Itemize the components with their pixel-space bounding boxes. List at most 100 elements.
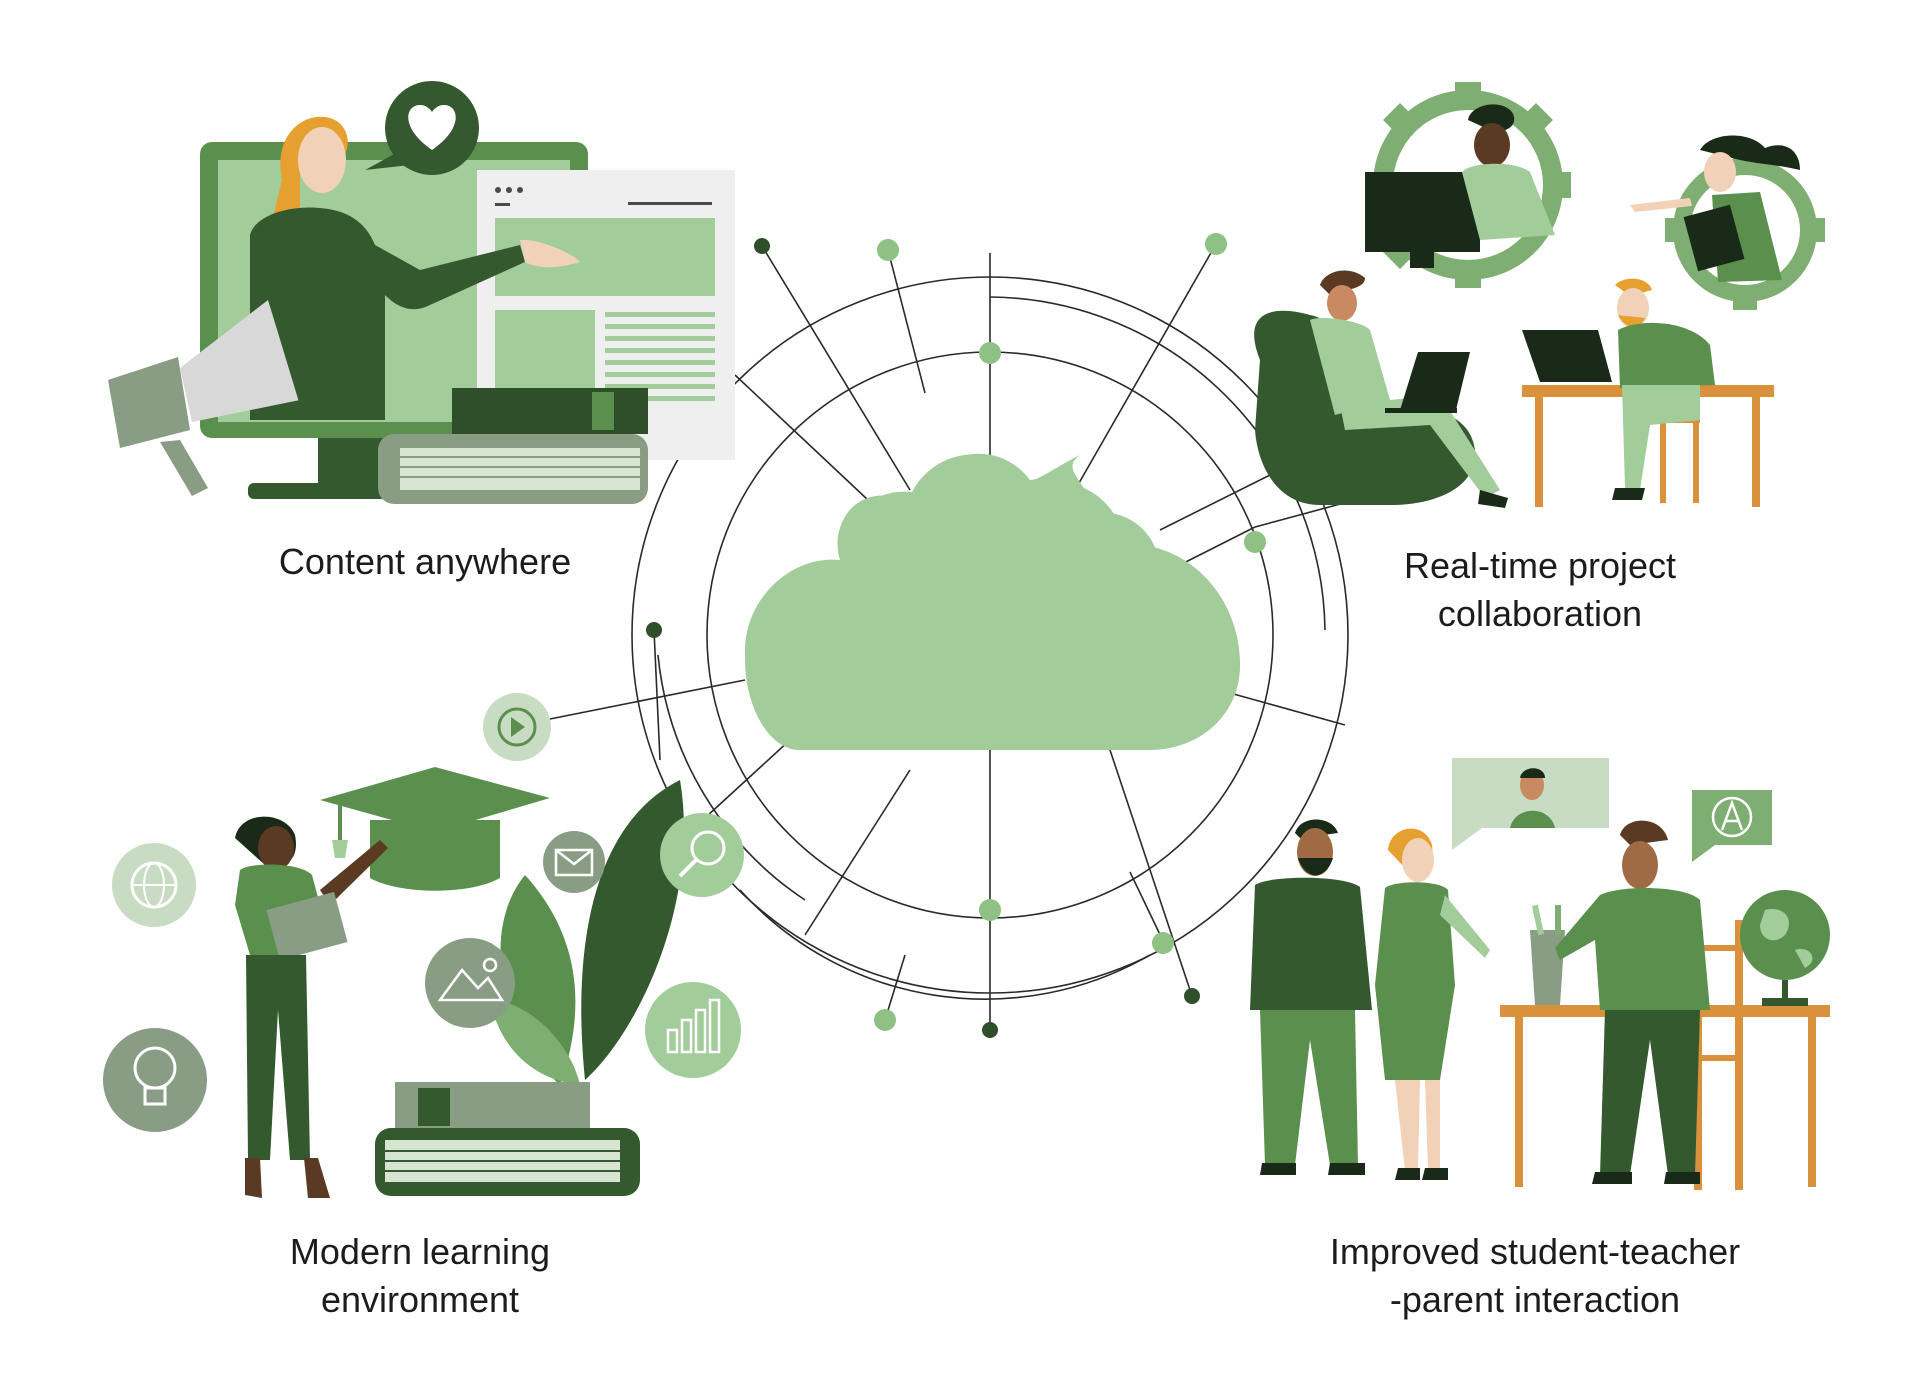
megaphone-handle <box>160 440 208 496</box>
globe-stand <box>1782 980 1788 1000</box>
globe-icon <box>112 843 196 927</box>
man-hair <box>1468 104 1515 132</box>
globe-land <box>1760 909 1813 968</box>
spoke <box>1074 243 1217 491</box>
megaphone-rim <box>262 276 312 412</box>
video-caller-hair <box>1520 768 1545 778</box>
man-body <box>1462 163 1555 240</box>
spoke <box>887 249 926 394</box>
shoe <box>304 1158 330 1198</box>
hub-arc-left <box>657 654 806 901</box>
laptop-base <box>1385 408 1457 413</box>
book-page-lines <box>400 456 640 478</box>
node-dot <box>982 1022 998 1038</box>
woman-arm <box>1630 198 1692 212</box>
interaction-illustration <box>1250 758 1830 1190</box>
mail-icon <box>543 831 605 893</box>
teacher-face <box>1622 841 1658 889</box>
mother-body <box>1375 882 1455 1080</box>
seated-man-body <box>1310 318 1390 415</box>
monitor-stand <box>1410 252 1434 268</box>
book-top-band <box>592 392 614 430</box>
mother-arm <box>1440 895 1490 958</box>
shoe <box>1664 1172 1700 1184</box>
student-face <box>258 826 294 870</box>
desk-leg <box>1535 397 1543 507</box>
teacher-hair <box>1620 820 1668 845</box>
hub-arc-bottom <box>739 889 1151 1000</box>
browser-divider <box>495 203 510 206</box>
browser-text-lines <box>605 312 715 401</box>
node-dot <box>1205 233 1227 255</box>
node-dot <box>1152 932 1174 954</box>
caption-real-time-collaboration: Real-time project collaboration <box>1360 542 1720 638</box>
father-beard <box>1298 858 1333 876</box>
desk-leg <box>1515 1017 1523 1187</box>
spoke <box>544 679 746 721</box>
chair-leg <box>1693 423 1699 503</box>
spoke <box>1159 474 1271 531</box>
browser-dot <box>495 187 501 193</box>
mother-face <box>1402 838 1434 882</box>
student-arm <box>320 840 388 905</box>
teacher-body <box>250 207 525 420</box>
plant-leaf <box>581 780 684 1080</box>
tablet <box>266 891 348 961</box>
spoke <box>734 374 869 501</box>
video-call-bubble-tail <box>1452 810 1482 850</box>
megaphone-cone <box>180 300 300 422</box>
graduation-cap-icon <box>320 767 550 832</box>
caption-improved-interaction: Improved student-teacher -parent interac… <box>1295 1228 1775 1324</box>
video-caller-body <box>1510 810 1555 828</box>
pencil <box>1531 904 1545 936</box>
collaboration-illustration <box>1254 82 1825 508</box>
spoke <box>653 629 661 761</box>
laptop <box>1400 352 1470 410</box>
spoke <box>761 245 911 491</box>
spoke <box>884 954 906 1021</box>
browser-dot <box>517 187 523 193</box>
hub-arc-right <box>989 296 1326 631</box>
pencil <box>1555 905 1561 935</box>
letter-a-glyph <box>1720 799 1744 831</box>
letter-bubble-tail <box>1692 830 1715 862</box>
caption-line: Real-time project <box>1403 545 1677 586</box>
book-top-band <box>418 1088 450 1126</box>
teacher-hand <box>520 239 580 268</box>
caption-line: environment <box>320 1279 520 1320</box>
chair-rung <box>1694 945 1743 951</box>
node-dot <box>754 238 770 254</box>
shoe <box>1478 490 1508 508</box>
node-dot <box>877 239 899 261</box>
woman-hair <box>1700 135 1800 170</box>
man-face <box>1474 123 1510 167</box>
caption-line: Modern learning <box>289 1231 551 1272</box>
laptop-man-body <box>1618 322 1715 388</box>
spoke <box>1109 749 1193 997</box>
desk-leg <box>1808 1017 1816 1187</box>
hub-nodes <box>646 233 1266 1038</box>
shoe <box>245 1158 262 1198</box>
plant-leaf <box>500 875 576 1085</box>
heart-icon <box>408 105 456 150</box>
laptop <box>1522 330 1612 382</box>
shoe <box>1592 1172 1632 1184</box>
book-pages <box>400 448 640 490</box>
student-legs <box>246 955 310 1160</box>
woman-face <box>1704 152 1736 192</box>
seated-man-face <box>1327 285 1357 321</box>
search-icon <box>660 813 744 897</box>
cap-tassel-end <box>332 840 348 858</box>
book-top <box>452 388 648 434</box>
book-page-lines <box>385 1150 620 1172</box>
desk-leg <box>1752 397 1760 507</box>
seated-man-hair <box>1320 270 1365 295</box>
megaphone-icon <box>108 357 190 448</box>
node-dot <box>1184 988 1200 1004</box>
lightbulb-icon <box>103 1028 207 1132</box>
spoke <box>1229 692 1346 726</box>
content-anywhere-illustration <box>108 81 735 504</box>
cap-tassel <box>338 800 342 840</box>
node-dot <box>874 1009 896 1031</box>
